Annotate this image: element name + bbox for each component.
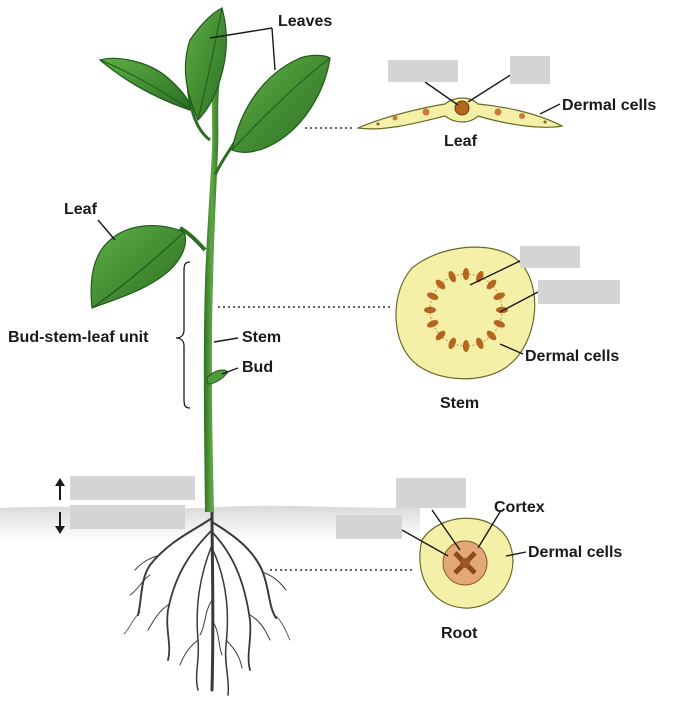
hidden-label-root-top bbox=[396, 478, 466, 508]
label-dermal-cells-stem: Dermal cells bbox=[525, 348, 619, 365]
vascular-bundle bbox=[462, 340, 470, 352]
hidden-label-stem-mid bbox=[538, 280, 620, 304]
vascular-bundle bbox=[448, 271, 456, 283]
hidden-label-leaf-left bbox=[388, 60, 458, 82]
shoot-root-arrows bbox=[55, 478, 65, 534]
leaf-cross-section bbox=[355, 97, 564, 130]
vascular-bundle bbox=[462, 268, 470, 280]
pointer-lines bbox=[97, 27, 561, 557]
vascular-bundle bbox=[476, 337, 484, 349]
vascular-bundle bbox=[448, 337, 456, 349]
root-cross-section bbox=[419, 517, 514, 609]
hidden-label-root-system bbox=[70, 505, 185, 529]
vascular-bundle bbox=[427, 320, 439, 328]
vascular-bundle bbox=[435, 330, 446, 341]
hidden-label-leaf-right bbox=[510, 56, 550, 84]
hidden-label-boxes bbox=[70, 56, 620, 539]
label-root-section: Root bbox=[441, 625, 478, 642]
label-stem-section: Stem bbox=[440, 395, 479, 412]
leaf-lower-left bbox=[90, 225, 207, 309]
label-cortex: Cortex bbox=[494, 499, 545, 516]
label-bud-stem-leaf-unit: Bud-stem-leaf unit bbox=[8, 329, 149, 346]
label-leaves: Leaves bbox=[278, 13, 332, 30]
vascular-bundle bbox=[427, 292, 439, 300]
vascular-bundles-stem bbox=[424, 268, 508, 352]
vascular-bundle bbox=[486, 279, 497, 290]
vascular-bundle bbox=[493, 320, 505, 328]
label-leaf-section: Leaf bbox=[444, 133, 478, 150]
label-leaf-left: Leaf bbox=[64, 201, 98, 218]
leaf-top-left bbox=[98, 7, 227, 142]
label-dermal-cells-leaf: Dermal cells bbox=[562, 97, 656, 114]
bud-stem-leaf-bracket bbox=[175, 261, 191, 409]
stem-cross-section bbox=[395, 246, 536, 380]
leaf-top-right bbox=[213, 54, 331, 176]
label-stem: Stem bbox=[242, 329, 281, 346]
hidden-label-root-left bbox=[336, 515, 402, 539]
text-labels: Leaves Leaf Bud-stem-leaf unit Stem Bud … bbox=[8, 13, 656, 642]
vascular-bundle bbox=[486, 330, 497, 341]
label-bud: Bud bbox=[242, 359, 273, 376]
label-dermal-cells-root: Dermal cells bbox=[528, 544, 622, 561]
vascular-bundle bbox=[424, 306, 436, 314]
vascular-bundle bbox=[435, 279, 446, 290]
plant-stem bbox=[203, 78, 220, 512]
hidden-label-stem-top bbox=[520, 246, 580, 268]
root-system bbox=[123, 508, 291, 696]
hidden-label-shoot-system bbox=[70, 476, 195, 500]
vascular-bundle bbox=[493, 292, 505, 300]
vascular-bundle bbox=[496, 306, 508, 314]
